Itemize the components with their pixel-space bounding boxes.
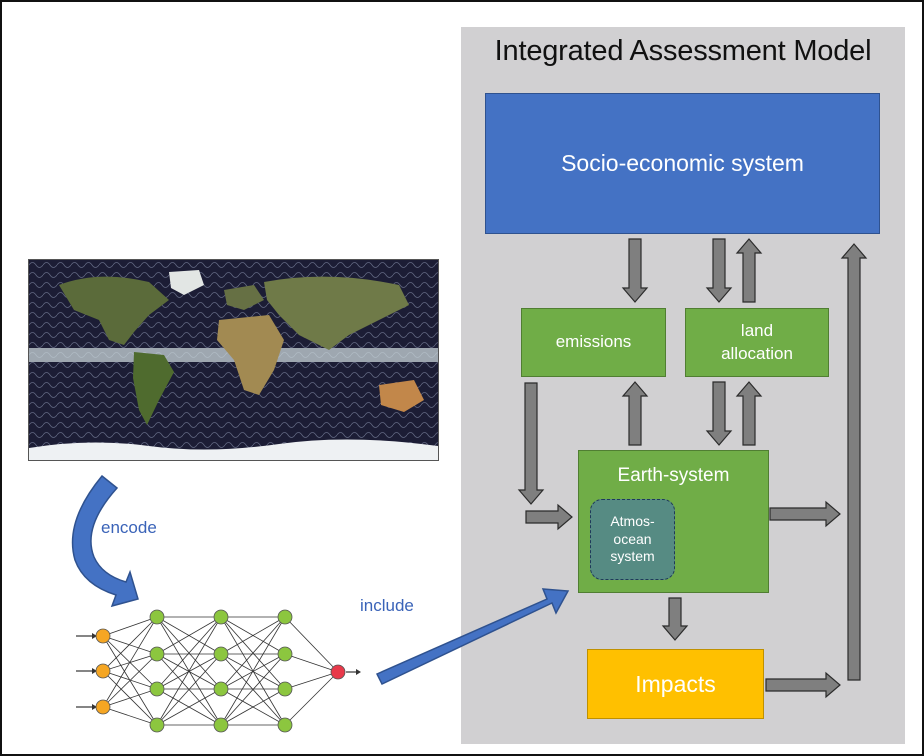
nn-edges	[102, 616, 339, 726]
nn-input-node	[95, 628, 111, 644]
arrow-socio-to-land	[705, 238, 733, 303]
nn-edge	[220, 616, 286, 690]
land-line-2: allocation	[721, 343, 793, 363]
nn-edge	[220, 616, 286, 655]
nn-edge	[156, 688, 222, 726]
arrow-earth-to-land	[735, 381, 763, 446]
nn-edge	[102, 635, 158, 655]
nn-hidden-node	[213, 681, 229, 697]
arrow-into-earth	[525, 503, 573, 531]
nn-edge	[156, 616, 222, 690]
nn-edge	[102, 706, 158, 726]
arrow-emissions-to-earth	[517, 382, 545, 505]
nn-hidden-node	[277, 609, 293, 625]
nn-edge	[284, 653, 339, 673]
nn-edge	[102, 616, 158, 672]
nn-edge	[102, 616, 158, 637]
land-allocation-box: land allocation	[685, 308, 829, 377]
nn-input-node	[95, 663, 111, 679]
nn-edge	[156, 616, 222, 655]
nn-output-node	[330, 664, 346, 680]
atmos-ocean-box: Atmos- ocean system	[590, 499, 675, 580]
nn-edge	[156, 616, 222, 726]
nn-hidden-node	[213, 717, 229, 733]
nn-edge	[220, 688, 286, 726]
nn-hidden-node	[149, 717, 165, 733]
nn-hidden-node	[149, 609, 165, 625]
nn-edge	[220, 616, 286, 726]
nn-input-arrowhead	[92, 704, 97, 710]
nn-input-arrowhead	[92, 633, 97, 639]
nn-edge	[156, 653, 222, 726]
arrow-land-to-socio	[735, 238, 763, 303]
nn-edge	[284, 616, 339, 673]
nn-hidden-node	[277, 717, 293, 733]
nn-hidden-node	[149, 646, 165, 662]
emissions-box: emissions	[521, 308, 666, 377]
atmos-line-2: ocean	[613, 530, 652, 547]
nn-edge	[284, 671, 339, 726]
nn-edge	[284, 671, 339, 690]
arrow-earth-to-emissions	[621, 381, 649, 446]
nn-hidden-node	[213, 609, 229, 625]
arrow-earth-right	[769, 500, 841, 528]
nn-edge	[102, 688, 158, 708]
world-map-graphic	[29, 260, 438, 460]
nn-hidden-node	[149, 681, 165, 697]
arrow-earth-to-impacts	[661, 597, 689, 641]
impacts-box: Impacts	[587, 649, 764, 719]
nn-edge	[102, 616, 158, 708]
world-map-image	[28, 259, 439, 461]
include-arrow-shape	[375, 588, 570, 685]
encode-label: encode	[101, 518, 157, 537]
encode-arrow-shape	[71, 474, 139, 608]
earth-system-label: Earth-system	[617, 465, 730, 486]
nn-hidden-node	[277, 646, 293, 662]
arrow-land-to-earth	[705, 381, 733, 446]
nn-edge	[102, 653, 158, 708]
socio-economic-box: Socio-economic system	[485, 93, 880, 234]
arrow-impacts-right	[765, 671, 841, 699]
arrow-socio-to-emissions	[621, 238, 649, 303]
nn-hidden-node	[277, 681, 293, 697]
nn-input-arrowhead	[92, 668, 97, 674]
nn-output-arrowhead	[356, 669, 361, 675]
land-line-1: land	[740, 320, 774, 340]
nn-hidden-node	[213, 646, 229, 662]
iam-title: Integrated Assessment Model	[494, 35, 872, 67]
include-label: include	[360, 596, 414, 615]
nn-edge	[220, 653, 286, 726]
nn-input-node	[95, 699, 111, 715]
atmos-line-1: Atmos-	[610, 513, 655, 530]
atmos-line-3: system	[610, 548, 655, 565]
arrow-feedback-up	[840, 243, 868, 681]
